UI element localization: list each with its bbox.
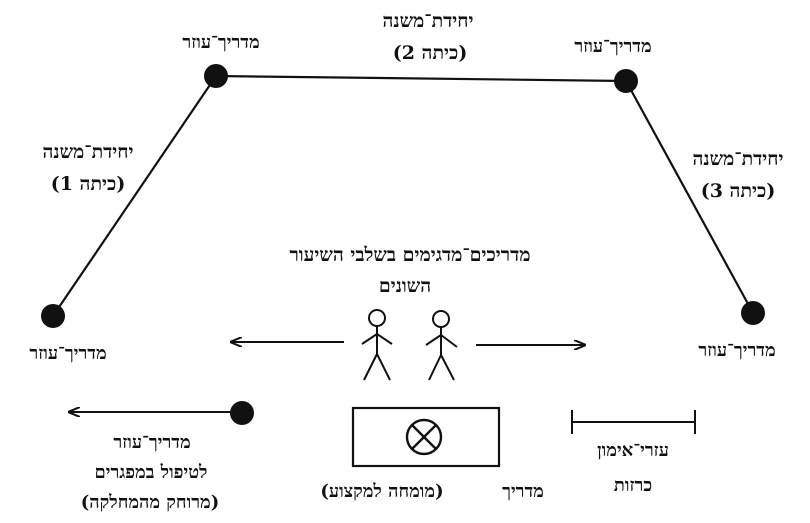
unit-1-class: (כיתה 1)	[51, 173, 126, 195]
circled-x-icon	[405, 418, 443, 456]
unit-2-class: (כיתה 2)	[393, 42, 468, 64]
node-top-left	[204, 64, 228, 88]
training-aids-line-2: כרזות	[614, 475, 652, 496]
unit-3-title: יחידת־משנה	[692, 148, 783, 170]
edge-right	[625, 80, 754, 314]
node-mid-left	[41, 304, 65, 328]
assistant-top-left-label: מדריך־עוזר	[182, 32, 259, 53]
assistant-lagging-line-3: (מרוחק מהמחלקה)	[81, 492, 219, 513]
unit-2-title: יחידת־משנה	[382, 10, 473, 32]
assistant-nodes	[41, 64, 765, 425]
assistant-mid-right-label: מדריך־עוזר	[698, 340, 775, 361]
assistant-lagging-line-2: לטיפול במפגרים	[95, 462, 208, 483]
unit-3-class: (כיתה 3)	[701, 180, 776, 202]
node-mid-right	[741, 301, 765, 325]
assistant-lagging-line-1: מדריך־עוזר	[113, 432, 190, 453]
direction-arrows	[70, 342, 584, 412]
stick-figure-icon	[361, 309, 393, 381]
node-bottom-left	[230, 401, 254, 425]
edge-top	[215, 74, 627, 83]
edge-left	[52, 75, 217, 317]
instructor-expert-label: (מומחה למקצוע)	[320, 481, 443, 502]
assistant-top-right-label: מדריך־עוזר	[574, 36, 651, 57]
stick-figure-icon	[425, 310, 458, 381]
instructor-label: מדריך	[502, 481, 544, 502]
node-top-right	[614, 69, 638, 93]
demonstrators-line-2: השונים	[379, 275, 431, 297]
demonstrators-line-1: מדריכים־מדגימים בשלבי השיעור	[289, 244, 530, 266]
training-aids-bracket	[571, 410, 696, 434]
instructor-box	[351, 406, 501, 468]
training-aids-line-1: עזרי־אימון	[597, 440, 669, 461]
formation-lines	[52, 74, 754, 317]
assistant-mid-left-label: מדריך־עוזר	[29, 343, 106, 364]
unit-1-title: יחידת־משנה	[42, 141, 133, 163]
